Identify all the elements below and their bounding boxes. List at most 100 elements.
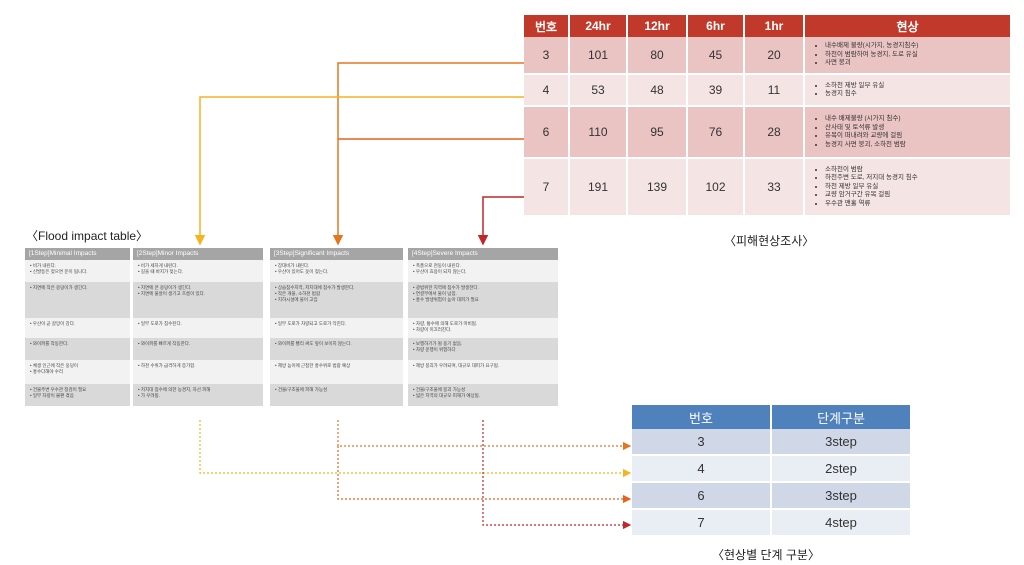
- stage-cell-no: 4: [632, 456, 772, 483]
- impact-cell: • 상습침수지역, 저지대에 침수가 발생한다.• 작은 개울, 소하천 범람•…: [270, 282, 403, 318]
- damage-row: 719113910233소하천이 범람하천주변 도로, 저지대 농경지 침수하천…: [524, 159, 1010, 217]
- phenomenon-item: 내수배제 불량(시가지, 농경지침수): [825, 42, 1004, 51]
- impact-cell-line: • 비가 내린다.: [30, 263, 57, 268]
- impact-table-caption: 〈Flood impact table〉: [26, 229, 149, 243]
- impact-cell-line: • 우산이 있어도 옷이 젖는다.: [275, 269, 329, 274]
- header-24hr: 24hr: [570, 15, 628, 37]
- impact-cell-line: • 폭풍으로 천둥이 내린다.: [413, 263, 461, 268]
- impact-cell: • 건물주변 우수관 정검이 필요• 일부 차량이 불편 겪음: [25, 384, 130, 406]
- damage-row: 3101804520내수배제 불량(시가지, 농경지침수)하천이 범람하여 농경…: [524, 37, 1010, 75]
- damage-cell-h24: 191: [570, 159, 628, 217]
- phenomenon-item: 농경지 사면 붕괴, 소하천 범람: [825, 141, 1004, 150]
- impact-cell-line: • 홍수다해야 수리: [30, 369, 64, 374]
- impact-column-title: [3Step]Significant Impacts: [270, 248, 403, 260]
- impact-cell: • 일부 도로가 차량되고 도로가 막힌다.: [270, 318, 403, 338]
- impact-cell-line: • 홍수 발생위험이 높아 대피가 필요: [413, 297, 479, 302]
- impact-column-step1: [1Step]Minimal Impacts• 비가 내린다.• 신발등은 젖으…: [25, 248, 130, 406]
- impact-cell: • 지면에 작은 웅덩이가 생긴다.: [25, 282, 130, 318]
- impact-cell: • 비가 세차게 내린다.• 길을 때 바지가 젖는다.: [133, 260, 263, 282]
- damage-cell-h1: 28: [745, 107, 805, 159]
- stage-table-caption: 〈현상별 단계 구분〉: [712, 548, 820, 562]
- header-no: 번호: [524, 15, 570, 37]
- damage-cell-h1: 20: [745, 37, 805, 75]
- stage-cell-no: 3: [632, 429, 772, 456]
- impact-cell: • 광범위한 지역에 침수가 발생한다.• 연결부에서 물이 넘침.• 홍수 발…: [408, 282, 558, 318]
- damage-survey-table: 번호 24hr 12hr 6hr 1hr 현상 3101804520내수배제 불…: [524, 15, 1010, 217]
- impact-cell: • 와이퍼를 빠르게 작동한다.: [133, 338, 263, 360]
- impact-cell: • 비가 내린다.• 신발등은 젖으면 문이 됩니다.: [25, 260, 130, 282]
- impact-cell-line: • 길을 때 바지가 젖는다.: [138, 269, 184, 274]
- header-1hr: 1hr: [745, 15, 805, 37]
- impact-cell-line: • 와이퍼를 작동한다.: [30, 341, 69, 346]
- impact-column-title: [2Step]Minor Impacts: [133, 248, 263, 260]
- phenomenon-item: 농경지 침수: [825, 90, 1004, 99]
- stage-cell-no: 6: [632, 483, 772, 510]
- impact-cell-line: • 건물/구조물에 붕괴 가능성: [413, 387, 466, 392]
- impact-cell-line: • 저지대 침수에 의한 농경지, 차선 피해: [138, 387, 211, 392]
- damage-cell-h6: 39: [688, 75, 745, 107]
- impact-cell-line: • 일부 도로가 침수된다.: [138, 321, 182, 326]
- damage-cell-phenomenon: 소하천이 범람하천주변 도로, 저지대 농경지 침수하천 제방 일부 유실교량 …: [805, 159, 1010, 217]
- impact-cell: • 차량, 통수에 의해 도로가 마비됨.• 차량이 미끄러진다.: [408, 318, 558, 338]
- impact-cell-line: • 상습침수지역, 저지대에 침수가 발생한다.: [275, 285, 355, 290]
- phenomenon-item: 유목이 떠내려와 교량에 걸림: [825, 132, 1004, 141]
- impact-cell-line: • 지면에 작은 웅덩이가 생긴다.: [30, 285, 88, 290]
- impact-cell: • 제방 높이에 근접한 홍수위로 범람 예상: [270, 360, 403, 384]
- damage-cell-h12: 80: [628, 37, 688, 75]
- impact-cell-line: • 지하시설에 물이 고임: [275, 297, 318, 302]
- phenomenon-item: 우수관 맨홀 역류: [825, 200, 1004, 209]
- impact-cell: • 건물/구조물에 피해 가능성: [270, 384, 403, 406]
- arrow-row3-to-step3: [332, 62, 524, 246]
- impact-cell-line: • 장대비가 내린다.: [275, 263, 310, 268]
- header-6hr: 6hr: [688, 15, 745, 37]
- stage-header-no: 번호: [632, 405, 772, 429]
- damage-cell-h6: 45: [688, 37, 745, 75]
- phenomenon-item: 하천주변 도로, 저지대 농경지 침수: [825, 174, 1004, 183]
- damage-table-caption: 〈피해현상조사〉: [724, 234, 815, 248]
- stage-cell-no: 7: [632, 510, 772, 537]
- damage-cell-h1: 33: [745, 159, 805, 217]
- impact-cell-line: • 차량이 미끄러진다.: [413, 327, 452, 332]
- damage-cell-phenomenon: 내수 배제불량 (시가지 침수)산사태 및 토석류 발생유목이 떠내려와 교량에…: [805, 107, 1010, 159]
- damage-cell-no: 6: [524, 107, 570, 159]
- impact-cell-line: • 건물/구조물에 피해 가능성: [275, 387, 328, 392]
- damage-cell-no: 3: [524, 37, 570, 75]
- phenomenon-item: 하천 제방 일부 유실: [825, 183, 1004, 192]
- stage-table-header-row: 번호 단계구분: [632, 405, 910, 429]
- damage-row: 453483911소하천 제방 일부 유실농경지 침수: [524, 75, 1010, 107]
- arrow-row4-to-step2: [194, 96, 524, 246]
- impact-cell-line: • 제방 붕괴가 우려되며, 대규모 대피가 요구됨.: [413, 363, 500, 368]
- impact-cell-line: • 우산이 곧 갈망이 강다.: [30, 321, 76, 326]
- impact-cell-line: • 차량, 통수에 의해 도로가 마비됨.: [413, 321, 478, 326]
- impact-cell-line: • 비가 세차게 내린다.: [138, 263, 178, 268]
- impact-cell-line: • 광범위한 지역에 침수가 발생한다.: [413, 285, 479, 290]
- stage-header-stage: 단계구분: [772, 405, 910, 429]
- damage-cell-phenomenon: 소하천 제방 일부 유실농경지 침수: [805, 75, 1010, 107]
- dotted-step4-to-row7: [482, 420, 632, 530]
- impact-column-step3: [3Step]Significant Impacts • 장대비가 내린다.• 우…: [270, 248, 403, 406]
- impact-cell-line: • 연결부에서 물이 넘침.: [413, 291, 457, 296]
- impact-cell-line: • 신발등은 젖으면 문이 됩니다.: [30, 269, 88, 274]
- damage-table-header-row: 번호 24hr 12hr 6hr 1hr 현상: [524, 15, 1010, 37]
- damage-row: 6110957628내수 배제불량 (시가지 침수)산사태 및 토석류 발생유목…: [524, 107, 1010, 159]
- damage-cell-no: 4: [524, 75, 570, 107]
- impact-cell: • 저지대 침수에 의한 농경지, 차선 피해• 가 우려됨.: [133, 384, 263, 406]
- impact-cell-line: • 하천 수위가 급격하게 증가함.: [138, 363, 196, 368]
- impact-column-step2: [2Step]Minor Impacts• 비가 세차게 내린다.• 길을 때 …: [133, 248, 263, 406]
- impact-cell-line: • 우산이 효용이 되지 않는다.: [413, 269, 467, 274]
- damage-cell-h24: 110: [570, 107, 628, 159]
- impact-cell: • 하천 수위가 급격하게 증가함.: [133, 360, 263, 384]
- stage-cell-stage: 4step: [772, 510, 910, 537]
- impact-cell: • 건물/구조물에 붕괴 가능성• 넓은 지역의 대규모 피해가 예상됨.: [408, 384, 558, 406]
- impact-cell: • 보행하기가 될 용기 없음.• 차량 운행이 위험하다: [408, 338, 558, 360]
- impact-cell: • 폭풍으로 천둥이 내린다.• 우산이 효용이 되지 않는다.: [408, 260, 558, 282]
- impact-cell: • 일부 도로가 침수된다.: [133, 318, 263, 338]
- phenomenon-item: 산사태 및 토석류 발생: [825, 124, 1004, 133]
- impact-cell-line: • 넓은 지역의 대규모 피해가 예상됨.: [413, 393, 481, 398]
- impact-column-title: [1Step]Minimal Impacts: [25, 248, 130, 260]
